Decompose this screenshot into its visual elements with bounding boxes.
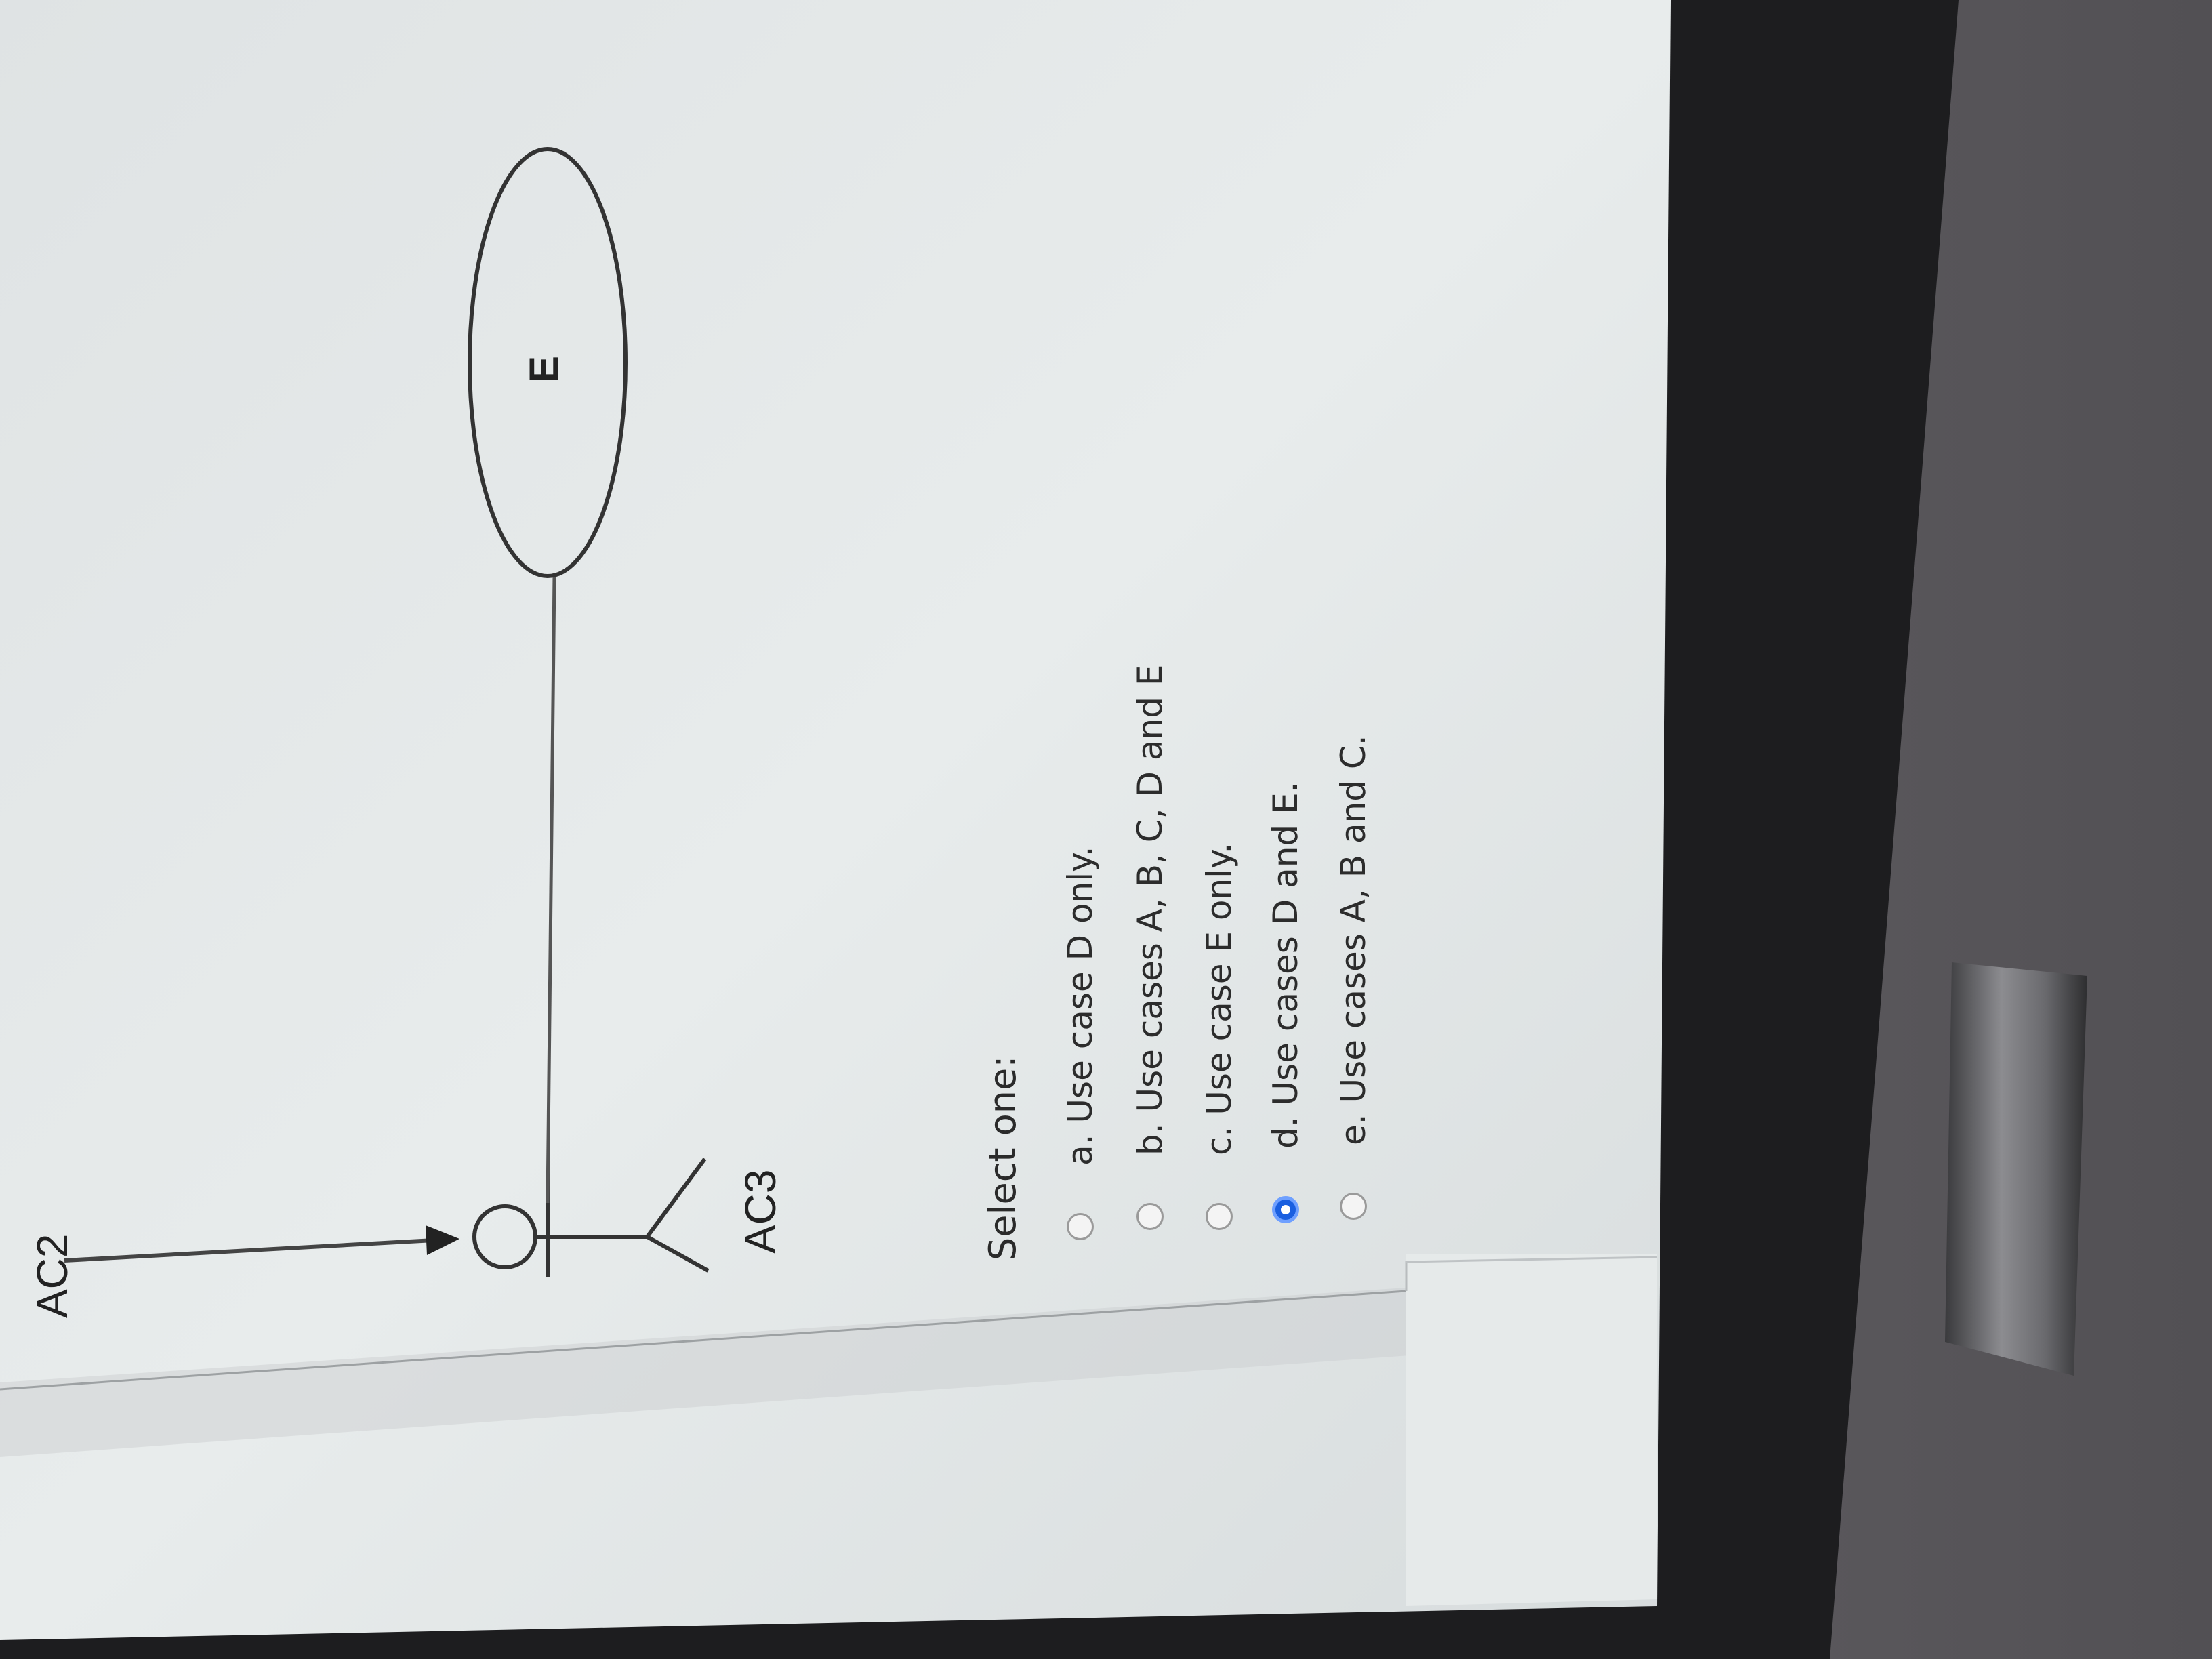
option-b-label: b. Use cases A, B, C, D and E: [1130, 664, 1170, 1155]
use-case-e-label: E: [521, 355, 567, 383]
association-line-ac3-e: [546, 575, 556, 1204]
option-a-label: a. Use case D only.: [1061, 846, 1100, 1166]
arrowhead: [426, 1225, 459, 1255]
option-e[interactable]: e. Use cases A, B and C.: [1334, 735, 1373, 1220]
option-c-label: c. Use case E only.: [1200, 842, 1239, 1155]
radio-option-e[interactable]: [1340, 1193, 1367, 1220]
screen-area: [0, 0, 1671, 1640]
question-prompt: Select one:: [981, 1055, 1024, 1261]
actor-ac2-label: AC2: [28, 1233, 77, 1319]
actor-ac3-label: AC3: [736, 1169, 785, 1254]
option-e-label: e. Use cases A, B and C.: [1334, 735, 1373, 1145]
option-d-label: d. Use cases D and E.: [1266, 781, 1305, 1149]
actor-ac3-leg-right: [646, 1235, 710, 1273]
radio-option-c[interactable]: [1206, 1203, 1233, 1230]
actor-ac3-leg-left: [645, 1158, 707, 1238]
association-line-ac2: [64, 1238, 434, 1263]
radio-option-d[interactable]: [1272, 1196, 1299, 1223]
monitor-stand: [1945, 962, 2087, 1376]
option-b[interactable]: b. Use cases A, B, C, D and E: [1130, 665, 1170, 1230]
option-c[interactable]: c. Use case E only.: [1200, 843, 1239, 1230]
radio-option-a[interactable]: [1067, 1213, 1094, 1240]
option-d[interactable]: d. Use cases D and E.: [1266, 781, 1305, 1223]
use-case-e-ellipse: [468, 147, 628, 578]
radio-option-b[interactable]: [1136, 1203, 1164, 1230]
option-a[interactable]: a. Use case D only.: [1061, 846, 1100, 1240]
